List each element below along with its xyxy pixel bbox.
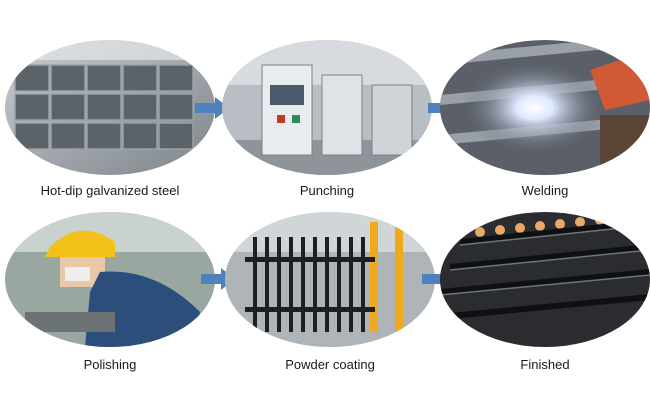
worker-polishing-photo: [5, 212, 215, 347]
finished-fence-panels-photo: [440, 212, 650, 347]
step-label: Polishing: [83, 357, 137, 372]
welding-sparks-photo: [440, 40, 650, 175]
step-label: Welding: [521, 183, 569, 198]
step-label: Powder coating: [285, 357, 375, 372]
arrow-right-icon: [195, 97, 229, 119]
step-label: Finished: [520, 357, 570, 372]
powder-coated-fence-photo: [225, 212, 435, 347]
punching-machine-photo: [222, 40, 432, 175]
galvanized-steel-tubes-photo: [5, 40, 215, 175]
step-label: Punching: [299, 183, 355, 198]
step-label: Hot-dip galvanized steel: [40, 183, 180, 198]
